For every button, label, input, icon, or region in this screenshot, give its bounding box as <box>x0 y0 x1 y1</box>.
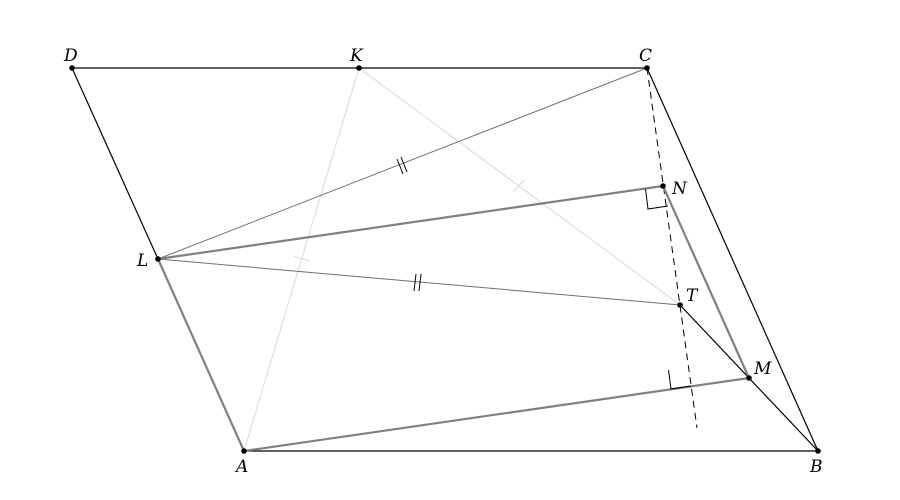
double-tick-LT <box>413 273 422 292</box>
label-C: C <box>639 46 652 66</box>
point-A <box>241 448 247 454</box>
double-tick-LC <box>396 156 408 175</box>
point-N <box>660 183 666 189</box>
segment-LT <box>157 258 681 306</box>
label-M: M <box>753 359 772 379</box>
label-K: K <box>349 46 364 66</box>
right-angle-marker-N <box>645 188 669 210</box>
quadrilateral-ALNM <box>156 184 751 453</box>
point-M <box>746 375 752 381</box>
label-D: D <box>63 46 78 66</box>
segment-DL <box>71 67 159 260</box>
point-B <box>815 448 821 454</box>
point-C <box>644 65 650 71</box>
label-N: N <box>671 179 688 199</box>
segment-AK <box>243 67 360 452</box>
point-K <box>356 65 362 71</box>
segment-LC <box>157 67 648 260</box>
tick-mark-KT <box>512 179 525 193</box>
label-B: B <box>809 457 823 477</box>
label-T: T <box>686 286 699 306</box>
right-angle-marker-M <box>668 369 692 390</box>
dashed-line-CT <box>646 67 698 429</box>
point-L <box>155 256 161 262</box>
tick-mark-AK <box>292 255 311 262</box>
segment-KT <box>358 67 681 306</box>
label-L: L <box>136 251 148 271</box>
point-D <box>69 65 75 71</box>
point-T <box>677 302 683 308</box>
segment-CB <box>646 67 819 452</box>
label-A: A <box>234 457 248 477</box>
